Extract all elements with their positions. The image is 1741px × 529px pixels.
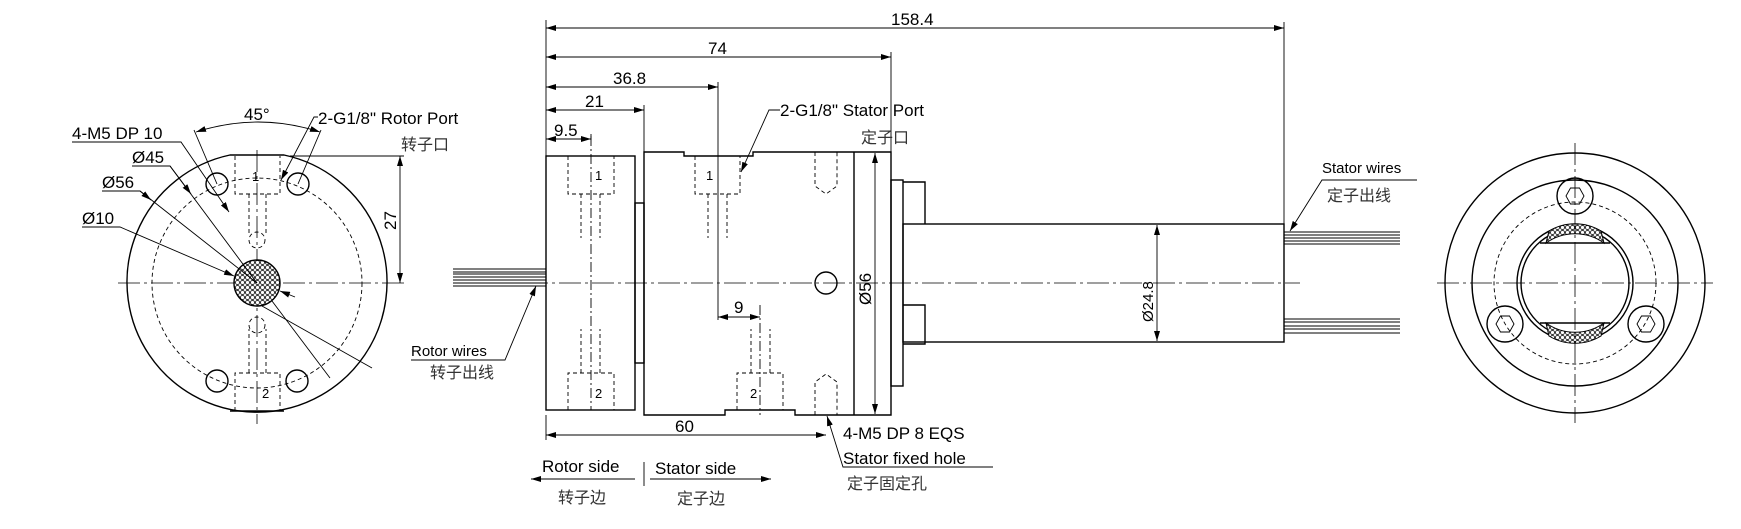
stator-wires [1284, 231, 1400, 334]
hex-socket-icon [1495, 315, 1515, 333]
rotor-port-cn-label: 转子口 [401, 135, 449, 154]
port-offset-label: 36.8 [613, 69, 646, 88]
outer-flange-circle [126, 154, 388, 413]
port-2-label: 2 [262, 386, 269, 401]
hex-socket-icon [1565, 187, 1585, 205]
outer-diameter-label: Ø56 [102, 173, 134, 192]
mount-holes-label: 4-M5 DP 10 [72, 124, 162, 143]
stator-port-cn-label: 定子口 [861, 128, 909, 147]
tube-diameter-label: Ø24.8 [1140, 281, 1157, 322]
hex-socket-icon [1636, 315, 1656, 333]
angle-dimension [195, 121, 321, 133]
port-height-label: 27 [381, 211, 400, 230]
fixed-holes-label: 4-M5 DP 8 EQS [843, 424, 965, 443]
fixed-hole-label: Stator fixed hole [843, 449, 966, 468]
pcd-circle [151, 177, 363, 389]
rotor-side-cn-label: 转子边 [558, 488, 606, 507]
angle-label: 45° [244, 105, 270, 124]
fixing-screws [1486, 177, 1665, 343]
port-spacing-label: 9 [734, 298, 743, 317]
stator-wires-cn-label: 定子出线 [1327, 186, 1391, 205]
stator-side-cn-label: 定子边 [677, 489, 725, 508]
fixed-hole-offset-label: 60 [675, 417, 694, 436]
stator-body [643, 151, 892, 416]
rotor-side-label: Rotor side [542, 457, 619, 476]
stator-port-1: 1 [706, 168, 713, 183]
bore-label: Ø10 [82, 209, 114, 228]
rotor-end-view: 1 2 45° 2-G1/8" Rotor Port 转子口 4-M5 DP 1… [72, 105, 458, 424]
fixed-hole-cn-label: 定子固定孔 [847, 474, 927, 493]
rotor-port-1: 1 [595, 168, 602, 183]
mount-hole [286, 172, 310, 196]
side-hole [814, 271, 838, 295]
length-dimensions [545, 20, 1285, 440]
screw-head [1627, 305, 1665, 343]
body-diameter-label: Ø56 [856, 273, 875, 305]
port-1-label: 1 [252, 169, 259, 184]
rotor-ports-hidden [234, 156, 281, 411]
screw-head [1486, 305, 1524, 343]
stator-wires-label: Stator wires [1322, 160, 1401, 177]
wire-band-top [1545, 223, 1605, 245]
stator-end-view [1437, 143, 1713, 423]
stator-port-label: 2-G1/8" Stator Port [780, 101, 924, 120]
body-length-label: 74 [708, 39, 727, 58]
rotor-port-offset-label: 9.5 [554, 121, 578, 140]
stator-side-label: Stator side [655, 459, 736, 478]
side-view: Rotor wires 转子出线 1 2 1 2 Ø24.8 Ø56 Stato… [411, 10, 1417, 508]
rotor-length-label: 21 [585, 92, 604, 111]
rotor-wires-cn-label: 转子出线 [430, 363, 494, 382]
bosses [903, 181, 926, 345]
mount-hole [285, 369, 309, 393]
pcd-label: Ø45 [132, 148, 164, 167]
mount-hole [205, 369, 229, 393]
stator-port-2: 2 [750, 386, 757, 401]
wire-band-bottom [1545, 321, 1605, 344]
rotor-wires [453, 268, 546, 287]
stator-tube [902, 223, 1285, 343]
rotor-wires-label: Rotor wires [411, 343, 487, 360]
overall-length-label: 158.4 [891, 10, 934, 29]
rotor-port-2: 2 [595, 386, 602, 401]
rotor-port-label: 2-G1/8" Rotor Port [318, 109, 458, 128]
